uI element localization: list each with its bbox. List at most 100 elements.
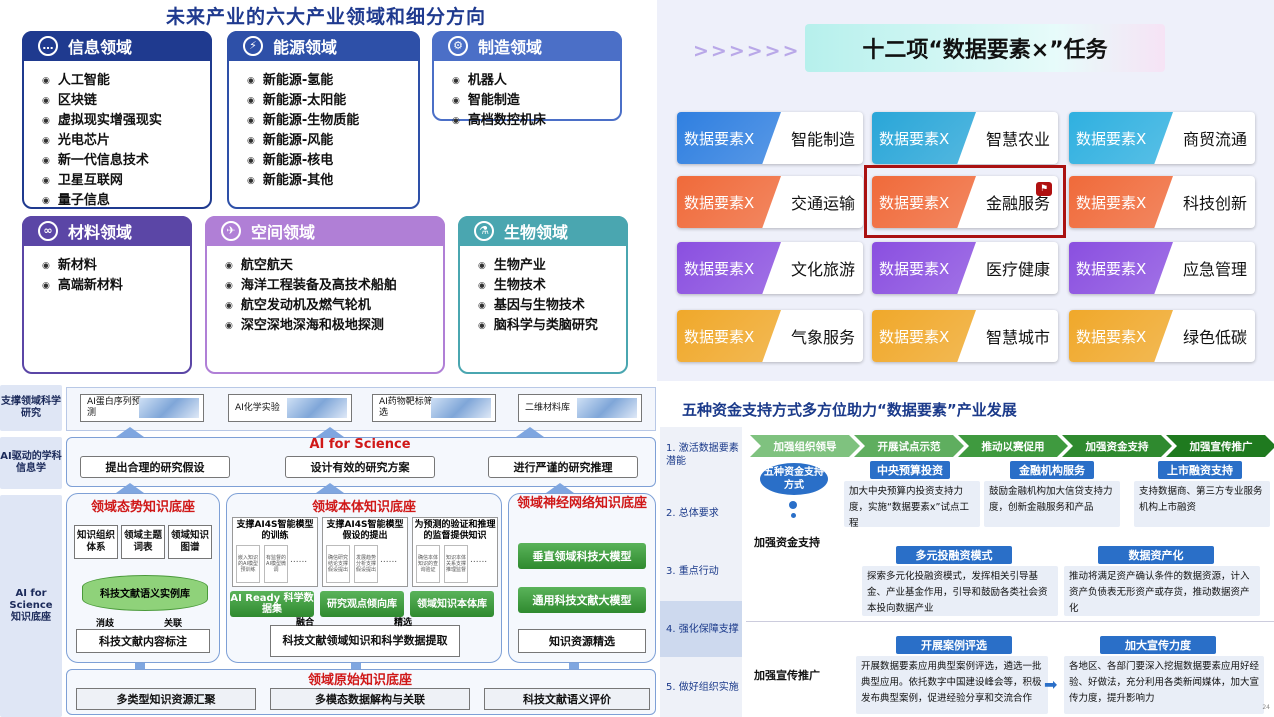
chat-icon: … xyxy=(38,36,58,56)
support-box-text: 各地区、各部门要深入挖掘数据要素应用好经验、好做法，充分利用各类新闻媒体，加大宣… xyxy=(1064,656,1264,714)
task-tile-prefix: 数据要素X xyxy=(677,112,781,164)
divider xyxy=(746,621,1274,622)
support-box-head: 开展案例评选 xyxy=(896,636,1012,654)
database-cylinder-icon xyxy=(82,575,208,611)
app-card: 二维材料库 xyxy=(518,394,642,422)
task-tile[interactable]: 数据要素X 科技创新 xyxy=(1069,176,1255,228)
task-tile-prefix: 数据要素X xyxy=(677,242,781,294)
support-box-text: 探索多元化投融资模式，发挥相关引导基金、产业基金作用，引导和鼓励各类社会资本投向… xyxy=(862,566,1058,616)
app-image-icon xyxy=(431,398,491,418)
satellite-icon: ✈ xyxy=(221,221,241,241)
app-card-label: AI药物靶标筛选 xyxy=(379,397,433,418)
neural-bottom: 知识资源精选 xyxy=(518,629,646,653)
research-hypothesis: 提出合理的研究假设 xyxy=(80,456,230,478)
support-box-head: 金融机构服务 xyxy=(1010,461,1094,479)
task-tile-label: 金融服务 xyxy=(985,194,1050,213)
ontology-tiny-box: 确信本体知识的查询验证 xyxy=(416,545,440,583)
sidebar-nav-item[interactable]: 1. 激活数据要素潜能 xyxy=(666,443,739,467)
domain-panel-title: 空间领域 xyxy=(251,223,316,242)
up-arrow-icon xyxy=(116,483,144,493)
list-item: 航空航天 xyxy=(225,256,397,276)
ai-for-science-title: AI for Science xyxy=(309,437,411,452)
support-box-head: 上市融资支持 xyxy=(1158,461,1242,479)
domain-panel: ✈ 空间领域航空航天海洋工程装备及高技术船舶航空发动机及燃气轮机深空深地深海和极地… xyxy=(205,216,445,374)
support-box-head: 数据资产化 xyxy=(1098,546,1214,564)
research-plan: 设计有效的研究方案 xyxy=(285,456,435,478)
ontology-green-box: AI Ready 科学数据集 xyxy=(230,591,314,617)
list-item: 深空深地深海和极地探测 xyxy=(225,316,397,336)
task-tile-label: 文化旅游 xyxy=(790,260,855,279)
task-tile-prefix: 数据要素X xyxy=(872,242,976,294)
domain-panel: ⚗生物领域生物产业生物技术基因与生物技术脑科学与类脑研究 xyxy=(458,216,628,374)
neural-box-2: 通用科技文献大模型 xyxy=(518,587,646,613)
sidebar-nav-item[interactable]: 5. 做好组织实施 xyxy=(666,681,739,693)
dot-icon xyxy=(789,501,797,509)
domain-item-list: 生物产业生物技术基因与生物技术脑科学与类脑研究 xyxy=(478,256,598,336)
list-item: 高档数控机床 xyxy=(452,111,546,131)
trend-box-1: 知识组织体系 xyxy=(74,525,118,559)
task-tile[interactable]: 数据要素X 智慧农业 xyxy=(872,112,1058,164)
app-card-label: AI蛋白序列预测 xyxy=(87,397,141,418)
task-tile[interactable]: 数据要素X 智能制造 xyxy=(677,112,863,164)
sidebar-nav-item[interactable]: 2. 总体要求 xyxy=(666,507,719,519)
sidebar-nav-item[interactable]: 4. 强化保障支撑 xyxy=(660,601,742,657)
dot-icon xyxy=(791,513,796,518)
list-item: 新一代信息技术 xyxy=(42,151,162,171)
list-item: 光电芯片 xyxy=(42,131,162,151)
research-reasoning: 进行严谨的研究推理 xyxy=(488,456,638,478)
trend-box-3: 领域知识图谱 xyxy=(168,525,212,559)
list-item: 脑科学与类脑研究 xyxy=(478,316,598,336)
ellipsis: ...... xyxy=(470,555,488,565)
ontology-tiny-box: 知识本体关系支撑推理监督 xyxy=(444,545,468,583)
task-tile-label: 智慧农业 xyxy=(985,130,1050,149)
app-card: AI化学实验 xyxy=(228,394,352,422)
task-tile-label: 交通运输 xyxy=(790,194,855,213)
sidebar-nav-item[interactable]: 3. 重点行动 xyxy=(666,565,719,577)
task-tile-label: 气象服务 xyxy=(790,328,855,347)
list-item: 新能源-核电 xyxy=(247,151,359,171)
task-tile-label: 智能制造 xyxy=(790,130,855,149)
industries-panel: 未来产业的六大产业领域和细分方向 …信息领域人工智能区块链虚拟现实增强现实光电芯… xyxy=(0,0,652,381)
chevron-arrows-icon: >>>>>> xyxy=(693,40,801,62)
task-tile-prefix: 数据要素X xyxy=(677,176,781,228)
trend-title: 领域态势知识底座 xyxy=(90,500,195,515)
sidebar-nav xyxy=(660,427,742,717)
up-arrow-icon xyxy=(569,663,579,669)
domain-panel: …信息领域人工智能区块链虚拟现实增强现实光电芯片新一代信息技术卫星互联网量子信息 xyxy=(22,31,212,209)
domain-item-list: 新能源-氢能新能源-太阳能新能源-生物质能新能源-风能新能源-核电新能源-其他 xyxy=(247,71,359,191)
power-icon: ⚡ xyxy=(243,36,263,56)
neural-title: 领域神经网络知识底座 xyxy=(516,496,647,511)
up-arrow-icon xyxy=(316,427,344,437)
domain-panel: ⚙制造领域机器人智能制造高档数控机床 xyxy=(432,31,622,128)
section-funding: 加强资金支持 xyxy=(754,536,820,549)
row-label-knowledge-base: AI for Science 知识底座 xyxy=(0,495,62,717)
domain-item-list: 航空航天海洋工程装备及高技术船舶航空发动机及燃气轮机深空深地深海和极地探测 xyxy=(225,256,397,336)
list-item: 基因与生物技术 xyxy=(478,296,598,316)
domain-panel: ∞材料领域新材料高端新材料 xyxy=(22,216,192,374)
task-tile-prefix: 数据要素X xyxy=(872,310,976,362)
five-methods-bubble: 五种资金支持方式 xyxy=(760,463,828,495)
ai-for-science-diagram: 支撑领域科学研究 AI驱动的学科信息学 AI for Science 知识底座 … xyxy=(0,385,657,717)
flag-icon: ⚑ xyxy=(1036,182,1052,196)
trend-label-disambig: 消歧 xyxy=(96,619,115,629)
step-chevron: 加强资金支持 xyxy=(1062,435,1172,457)
ontology-tiny-box: 有监督的AI模型微调 xyxy=(264,545,288,583)
task-tile[interactable]: 数据要素X 交通运输 xyxy=(677,176,863,228)
trend-db: 科技文献语义实例库 xyxy=(100,589,190,600)
task-tile-prefix: 数据要素X xyxy=(872,112,976,164)
row-label-support: 支撑领域科学研究 xyxy=(0,385,62,431)
task-tile-prefix: 数据要素X xyxy=(1069,176,1173,228)
robot-arm-icon: ⚙ xyxy=(448,36,468,56)
task-tile[interactable]: 数据要素X 文化旅游 xyxy=(677,242,863,294)
task-tile-label: 科技创新 xyxy=(1182,194,1247,213)
list-item: 卫星互联网 xyxy=(42,171,162,191)
list-item: 机器人 xyxy=(452,71,546,91)
